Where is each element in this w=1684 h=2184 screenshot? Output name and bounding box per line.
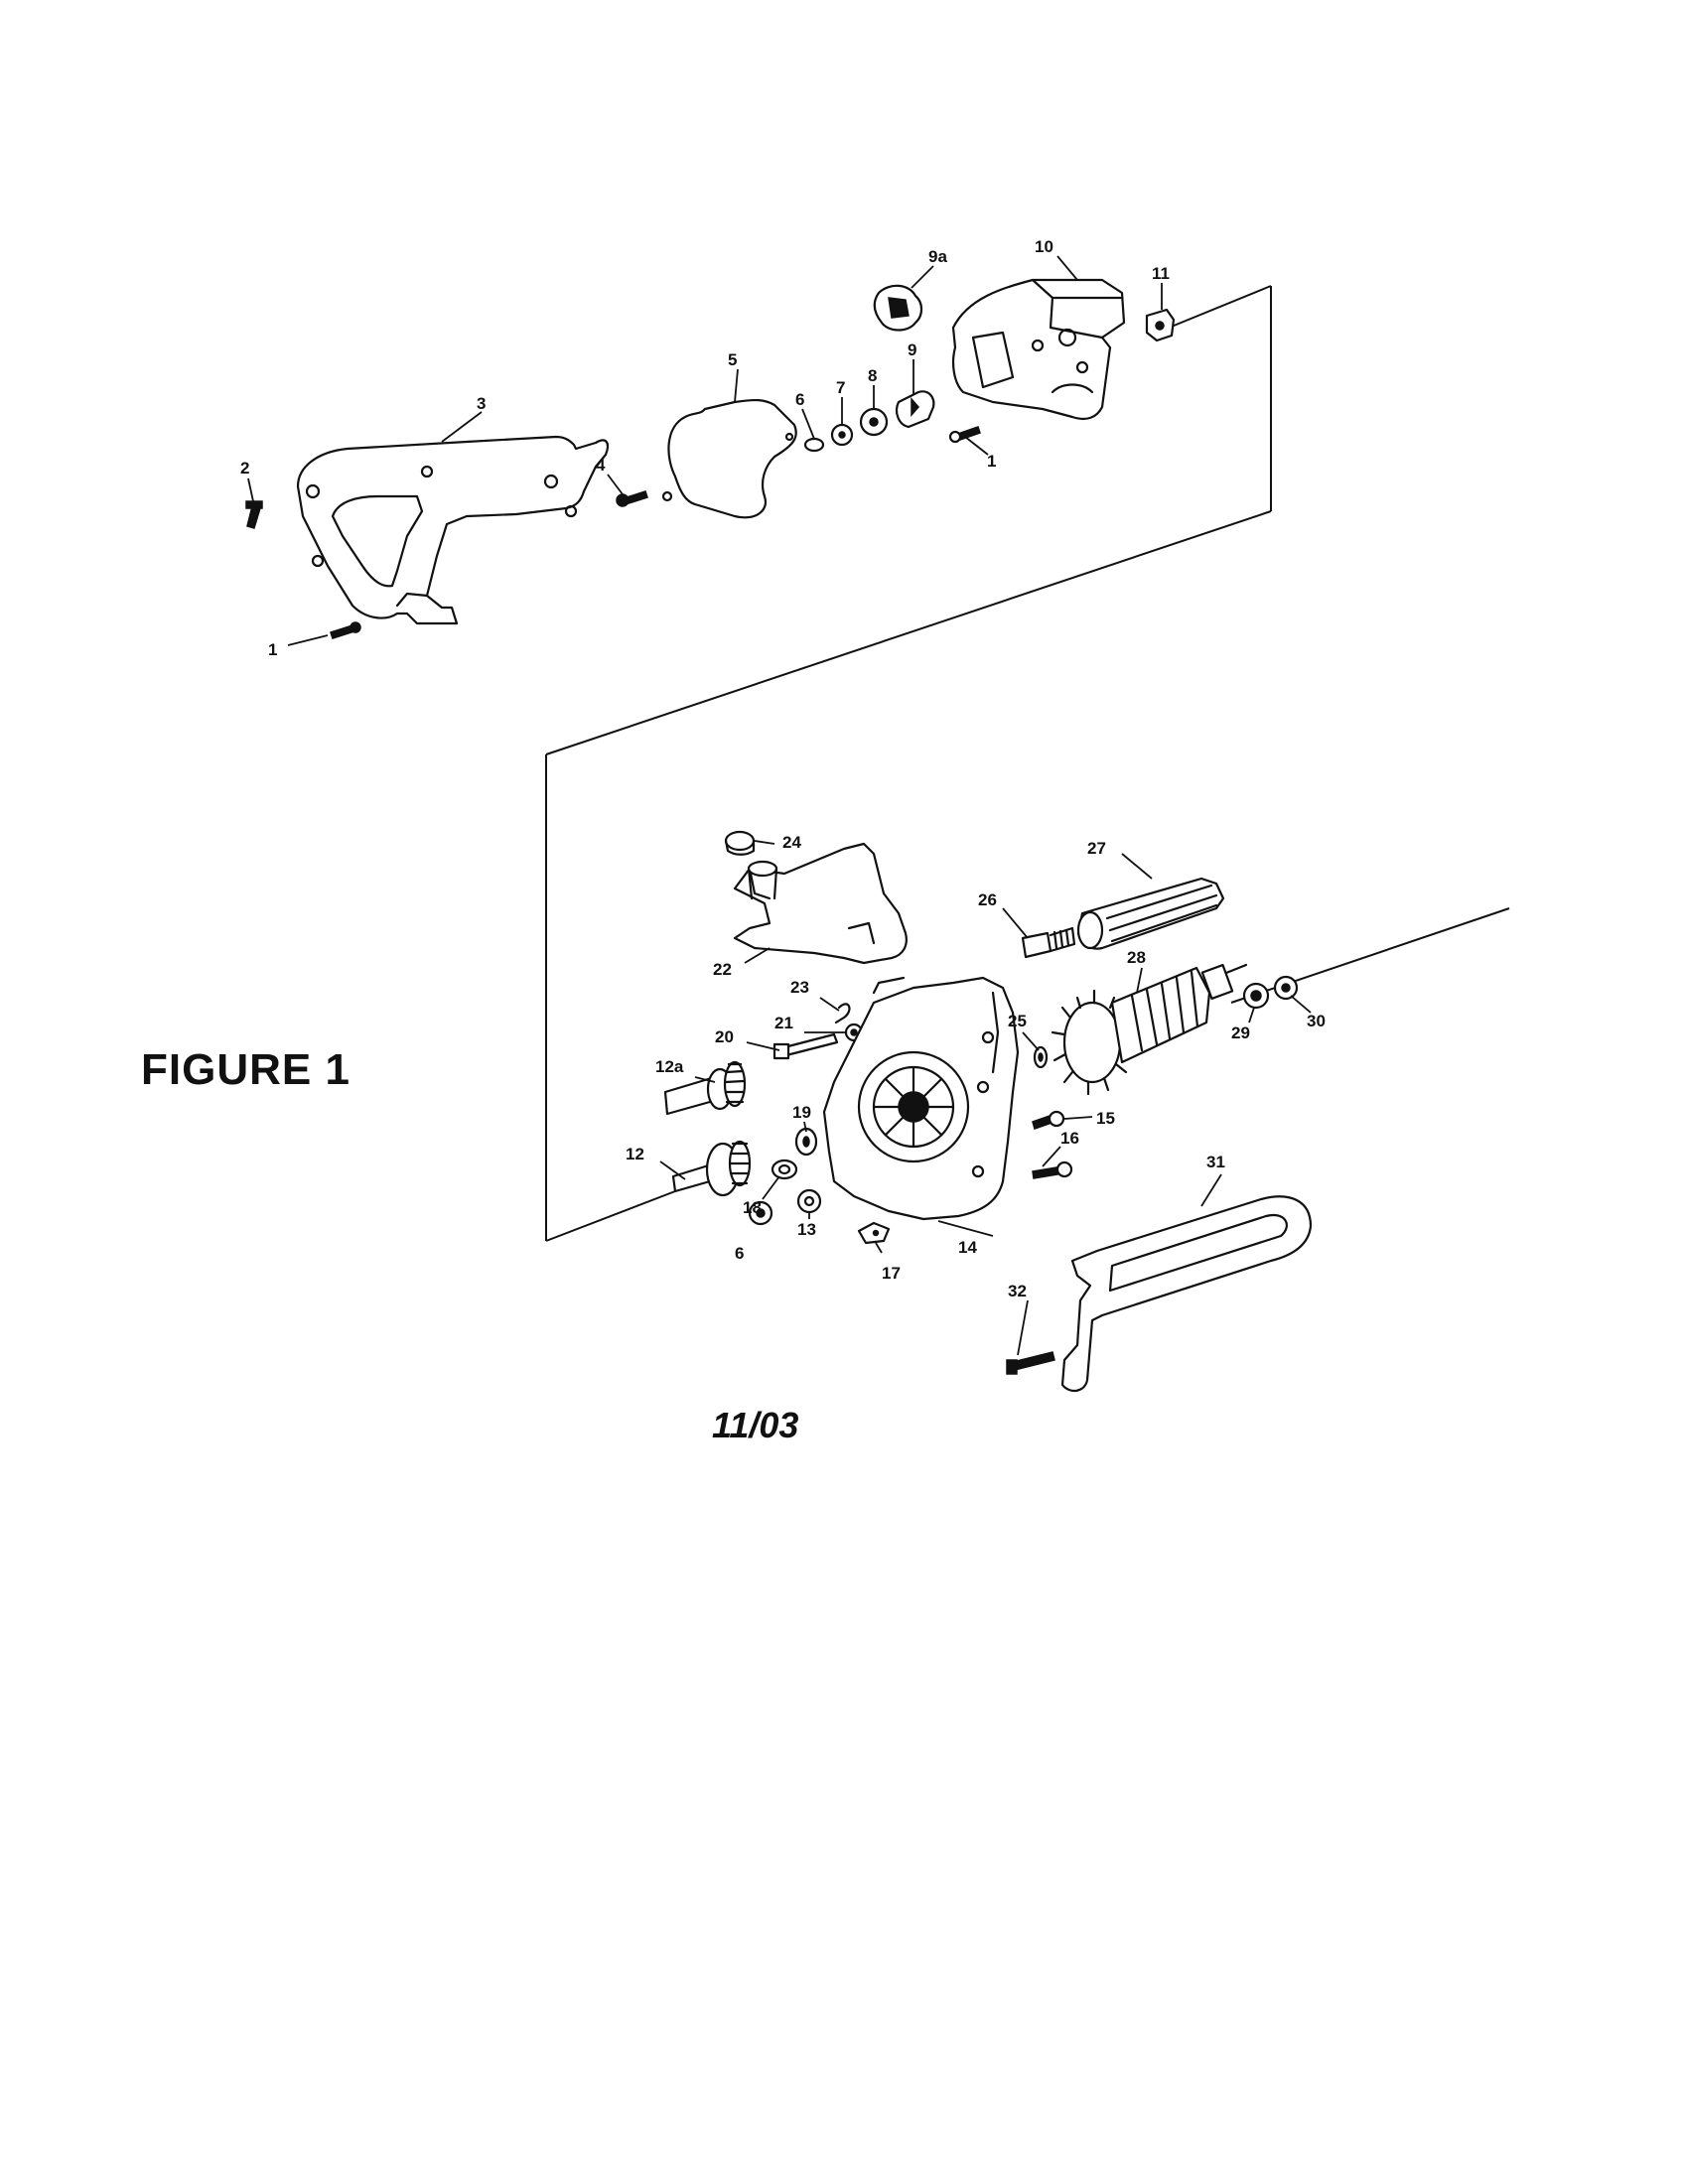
callout-14: 14 bbox=[958, 1238, 977, 1257]
callout-25: 25 bbox=[1008, 1012, 1027, 1030]
part-10-upper-housing bbox=[951, 278, 1126, 421]
part-27-grip bbox=[1076, 877, 1225, 950]
lower-plane bbox=[545, 754, 1510, 1242]
callout-6: 6 bbox=[795, 390, 804, 409]
callout-32: 32 bbox=[1008, 1282, 1027, 1300]
callout-15: 15 bbox=[1096, 1109, 1115, 1128]
part-13-washer bbox=[796, 1188, 822, 1214]
callout-4: 4 bbox=[596, 456, 606, 475]
part-8-gear bbox=[859, 407, 889, 437]
callout-8: 8 bbox=[868, 366, 877, 385]
callout-20: 20 bbox=[715, 1027, 734, 1046]
part-3-handle-shell bbox=[296, 435, 610, 625]
part-17-tab bbox=[857, 1221, 891, 1245]
callout-5: 5 bbox=[728, 350, 737, 369]
callout-22: 22 bbox=[713, 960, 732, 979]
part-22-tank bbox=[733, 842, 908, 965]
callout-6-lower: 6 bbox=[735, 1244, 744, 1263]
part-1-screw-upper bbox=[948, 426, 981, 444]
callout-17: 17 bbox=[882, 1264, 901, 1283]
callout-10: 10 bbox=[1035, 237, 1053, 256]
part-18-washer bbox=[771, 1159, 798, 1180]
part-24-cap bbox=[724, 830, 756, 856]
callout-31: 31 bbox=[1206, 1153, 1225, 1171]
part-20-bolt bbox=[772, 1032, 839, 1060]
part-15-screw bbox=[1032, 1110, 1065, 1130]
callout-9a: 9a bbox=[928, 247, 947, 266]
callout-3: 3 bbox=[477, 394, 486, 413]
part-9a-knob bbox=[873, 284, 923, 332]
part-30-bearing bbox=[1273, 975, 1299, 1001]
callout-18: 18 bbox=[743, 1198, 762, 1217]
callout-1-upper: 1 bbox=[987, 452, 996, 471]
part-6-nut-lower bbox=[748, 1200, 773, 1226]
callout-23: 23 bbox=[790, 978, 809, 997]
callout-2: 2 bbox=[240, 459, 249, 478]
callout-11: 11 bbox=[1152, 264, 1170, 283]
part-19-spacer bbox=[794, 1127, 818, 1157]
callout-12: 12 bbox=[626, 1145, 644, 1163]
part-14-motor-housing bbox=[822, 976, 1020, 1221]
callout-26: 26 bbox=[978, 890, 997, 909]
part-29-bearing bbox=[1242, 982, 1270, 1010]
part-28-armature bbox=[1051, 963, 1248, 1096]
part-2-screw bbox=[245, 500, 263, 529]
callout-12a: 12a bbox=[655, 1057, 684, 1076]
callout-labels: 1 2 3 4 5 6 7 8 9 9a 10 11 1 24 22 23 21… bbox=[240, 237, 1326, 1300]
part-23-clip bbox=[834, 1003, 851, 1024]
part-11-nut bbox=[1145, 308, 1176, 342]
callout-7: 7 bbox=[836, 378, 845, 397]
part-7-knob bbox=[830, 423, 854, 447]
callout-28: 28 bbox=[1127, 948, 1146, 967]
part-9-cam bbox=[895, 390, 935, 429]
upper-plane bbox=[545, 285, 1272, 755]
part-31-hand-guard bbox=[1060, 1195, 1313, 1393]
callout-19: 19 bbox=[792, 1103, 811, 1122]
callout-16: 16 bbox=[1060, 1129, 1079, 1148]
part-12a-gear bbox=[663, 1060, 747, 1116]
part-25-washer bbox=[1033, 1045, 1049, 1069]
callout-9: 9 bbox=[908, 341, 916, 359]
part-1-screw-lower bbox=[330, 621, 361, 639]
callout-24: 24 bbox=[782, 833, 801, 852]
figure-title: FIGURE 1 bbox=[141, 1045, 351, 1094]
leader-lines bbox=[247, 255, 1312, 1356]
callout-21: 21 bbox=[774, 1014, 793, 1032]
part-12-gear bbox=[671, 1140, 752, 1197]
callout-13: 13 bbox=[797, 1220, 816, 1239]
callout-27: 27 bbox=[1087, 839, 1106, 858]
part-5-side-cover bbox=[661, 398, 797, 519]
part-16-screw bbox=[1032, 1160, 1073, 1179]
revision-date: 11/03 bbox=[712, 1405, 798, 1445]
part-6-washer bbox=[803, 437, 825, 453]
part-26-bolt bbox=[1021, 926, 1076, 959]
callout-29: 29 bbox=[1231, 1024, 1250, 1042]
callout-30: 30 bbox=[1307, 1012, 1326, 1030]
part-32-screw bbox=[1006, 1351, 1055, 1375]
callout-1-lower: 1 bbox=[268, 640, 277, 659]
